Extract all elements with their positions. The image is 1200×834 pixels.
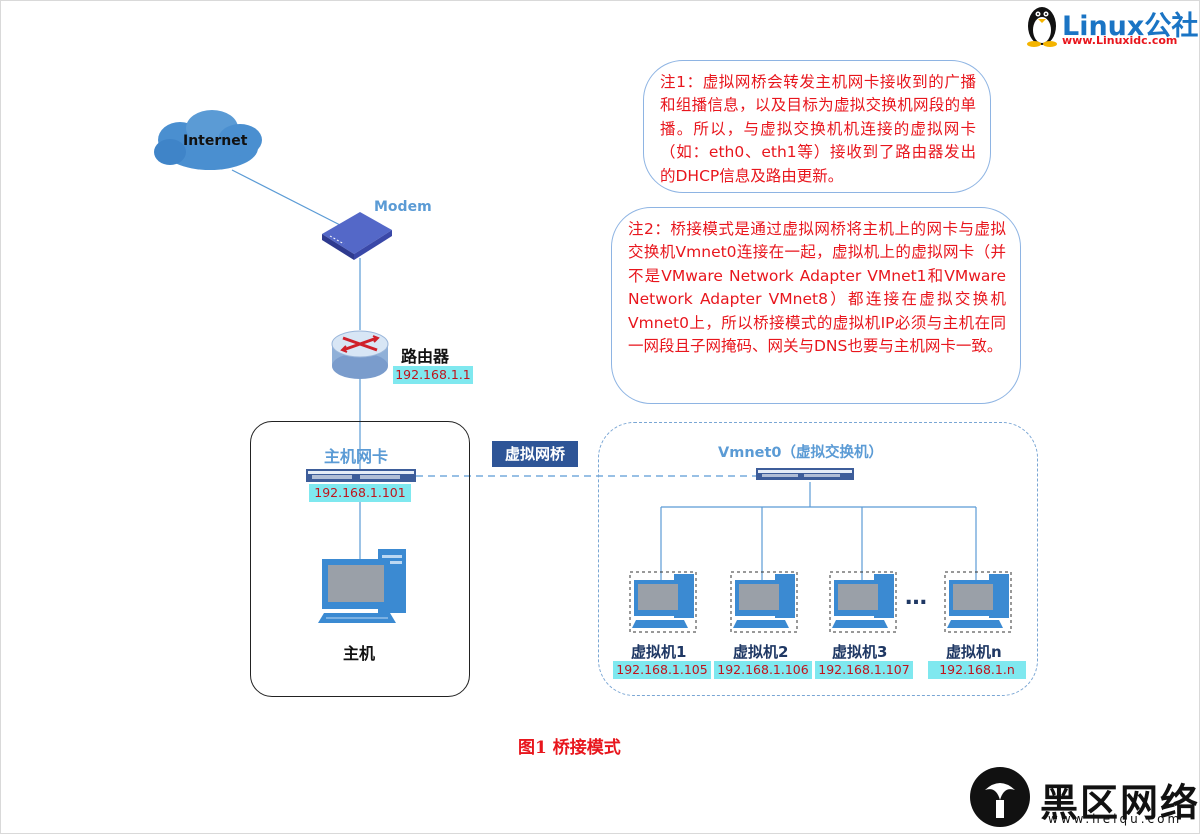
vm1-label: 虚拟机1 (631, 643, 687, 661)
vm3-ip: 192.168.1.107 (815, 661, 913, 679)
note-1-text: 注1：虚拟网桥会转发主机网卡接收到的广播和组播信息，以及目标为虚拟交换机网段的单… (660, 73, 976, 185)
modem-label: Modem (374, 199, 432, 215)
modem-icon (322, 212, 392, 260)
host-computer-icon (318, 549, 406, 623)
linux-penguin-logo (1027, 7, 1057, 47)
internet-label: Internet (183, 133, 248, 149)
vm1-computer-icon (629, 571, 697, 633)
host-nic-switch-icon (306, 469, 416, 482)
vm2-computer-icon (730, 571, 798, 633)
router-icon (331, 330, 389, 379)
host-nic-ip: 192.168.1.101 (309, 484, 411, 502)
vm2-ip: 192.168.1.106 (714, 661, 812, 679)
note-1: 注1：虚拟网桥会转发主机网卡接收到的广播和组播信息，以及目标为虚拟交换机网段的单… (643, 60, 991, 193)
vm2-label: 虚拟机2 (733, 643, 789, 661)
vswitch-label: Vmnet0（虚拟交换机） (718, 445, 884, 461)
vm-ellipsis: … (905, 585, 927, 610)
vm-container (598, 422, 1038, 696)
host-nic-label: 主机网卡 (324, 447, 389, 466)
vm3-computer-icon (829, 571, 897, 633)
host-label: 主机 (343, 644, 376, 663)
router-ip: 192.168.1.1 (393, 366, 473, 384)
linux-logo-text: Linux公社 (1062, 11, 1199, 42)
router-label: 路由器 (401, 347, 450, 366)
vm3-label: 虚拟机3 (832, 643, 888, 661)
host-container (250, 421, 470, 697)
note-2: 注2：桥接模式是通过虚拟网桥将主机上的网卡与虚拟交换机Vmnet0连接在一起，虚… (611, 207, 1021, 404)
vmn-ip: 192.168.1.n (928, 661, 1026, 679)
heiqu-logo-text: 黑区网络 (1040, 781, 1200, 825)
note-2-text: 注2：桥接模式是通过虚拟网桥将主机上的网卡与虚拟交换机Vmnet0连接在一起，虚… (628, 220, 1006, 356)
internet-modem-link (231, 169, 343, 227)
figure-caption: 图1 桥接模式 (518, 738, 621, 758)
vmn-computer-icon (944, 571, 1012, 633)
heiqu-logo-url: www.heiqu.com (1048, 812, 1183, 826)
vmn-label: 虚拟机n (946, 643, 1002, 661)
heiqu-logo-icon (970, 767, 1030, 827)
linux-logo-url: www.Linuxidc.com (1062, 34, 1178, 47)
vm1-ip: 192.168.1.105 (613, 661, 711, 679)
internet-cloud-icon (154, 110, 262, 170)
vswitch-icon (756, 468, 854, 480)
virtual-bridge-label: 虚拟网桥 (492, 441, 578, 467)
